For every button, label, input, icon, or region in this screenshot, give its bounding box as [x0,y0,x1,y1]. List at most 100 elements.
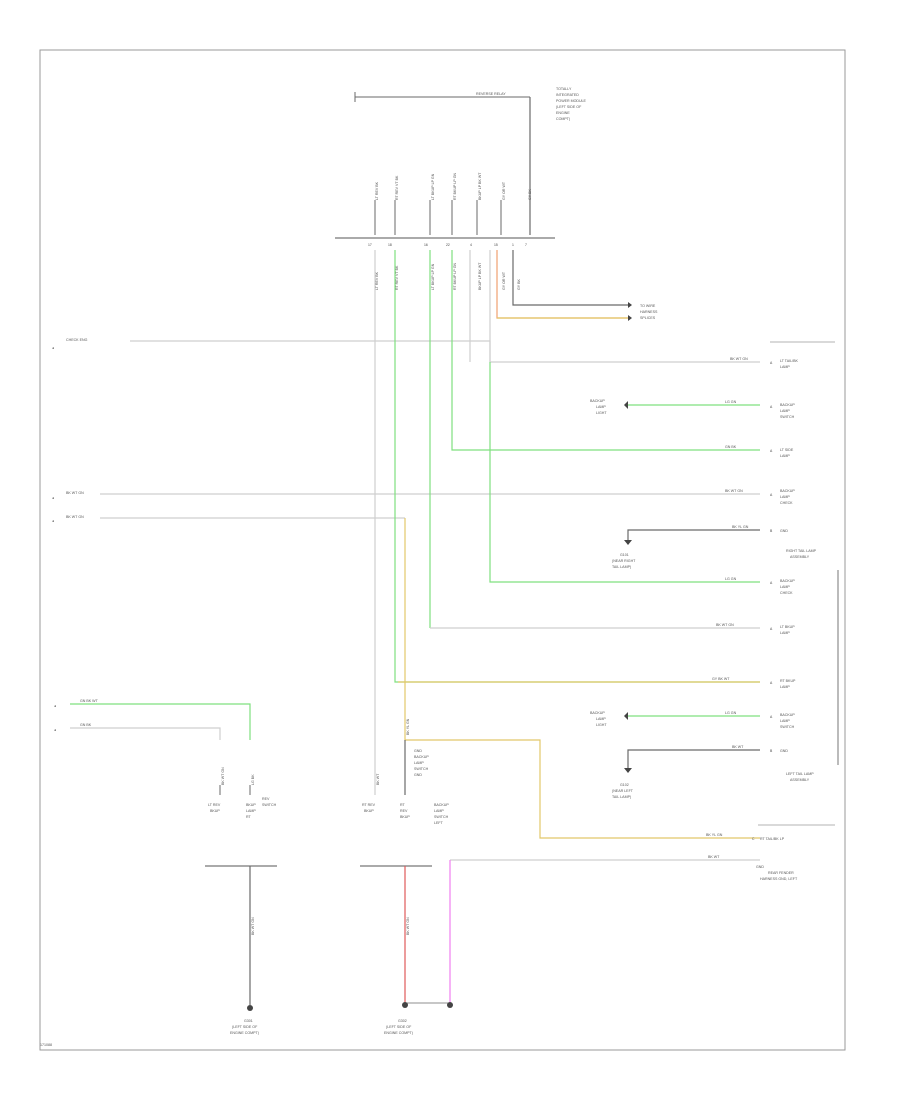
left-ground-label: G301 (LEFT SIDE OF ENGINE COMPT) [230,1019,259,1035]
svg-text:BKUP: BKUP [246,803,256,807]
svg-text:HARNESS: HARNESS [640,310,658,314]
svg-text:HARNESS GND, LEFT: HARNESS GND, LEFT [760,877,798,881]
svg-text:BKUP: BKUP [400,815,410,819]
svg-text:BK WT GN: BK WT GN [221,767,225,785]
svg-text:LAMP: LAMP [434,809,444,813]
svg-text:G301: G301 [244,1019,253,1023]
right-component-9: BK WT B GND G102 (NEAR LEFT TAIL LAMP) [612,745,788,799]
svg-text:A: A [770,493,773,497]
svg-text:(LEFT SIDE OF: (LEFT SIDE OF [232,1025,258,1029]
svg-text:LAMP: LAMP [596,717,606,721]
svg-text:COMPT): COMPT) [556,117,570,121]
svg-text:SWITCH: SWITCH [414,767,429,771]
svg-text:GND: GND [414,773,422,777]
top-connector-wire-labels: LT REV BK RT REV VT BK LT BKUP LP GN RT … [375,172,532,200]
right-component-11: BK WT GND REAR FENDER HARNESS GND, LEFT [708,855,798,881]
svg-text:BK WT: BK WT [376,773,380,785]
svg-text:SWITCH: SWITCH [434,815,449,819]
svg-text:22: 22 [446,243,450,247]
svg-text:◂: ◂ [52,496,54,500]
diagram-frame [39,49,846,1051]
svg-text:SPLICES: SPLICES [640,316,656,320]
svg-text:RT REV VT BK: RT REV VT BK [395,175,399,200]
svg-text:LAMP: LAMP [780,454,790,458]
svg-text:(NEAR LEFT: (NEAR LEFT [612,789,634,793]
svg-text:BACKUP: BACKUP [414,755,429,759]
svg-text:A: A [770,627,773,631]
svg-text:BACKUP: BACKUP [780,579,795,583]
svg-text:GY BK: GY BK [517,278,521,290]
svg-text:A: A [770,715,773,719]
svg-text:BK WT GN: BK WT GN [730,357,748,361]
svg-text:GND: GND [780,749,788,753]
svg-text:BK YL GN: BK YL GN [406,718,410,735]
svg-text:LIGHT: LIGHT [596,411,607,415]
svg-text:A: A [770,405,773,409]
svg-text:BK WT: BK WT [732,745,744,749]
svg-text:1: 1 [512,243,514,247]
svg-text:BACKUP: BACKUP [780,713,795,717]
svg-text:LT BKUP LP GN: LT BKUP LP GN [431,173,435,200]
reverse-relay-label: REVERSE RELAY [476,92,506,96]
svg-text:BK YL GN: BK YL GN [706,833,723,837]
svg-text:7: 7 [525,243,527,247]
svg-text:LAMP: LAMP [780,365,790,369]
svg-text:TAIL LAMP): TAIL LAMP) [612,795,631,799]
svg-text:LG GN: LG GN [725,711,737,715]
right-component-1: BACKUP LAMP LIGHT LG GN A BACKUP LAMP SW… [590,399,795,419]
svg-text:BACKUP: BACKUP [780,403,795,407]
svg-text:REV: REV [400,809,408,813]
svg-text:(NEAR RIGHT: (NEAR RIGHT [612,559,636,563]
svg-text:LAMP: LAMP [780,631,790,635]
left-switch-vert-labels: BK WT GN LG BK [221,767,255,785]
svg-text:RT TAIL/BK LP: RT TAIL/BK LP [760,837,785,841]
svg-text:LAMP: LAMP [780,685,790,689]
svg-text:CHECK: CHECK [780,501,793,505]
right-ground-wire-label: BK WT GN [406,917,410,935]
svg-text:ASSEMBLY: ASSEMBLY [790,778,810,782]
module-note: TOTALLY INTEGRATED POWER MODULE (LEFT SI… [556,87,587,121]
right-component-3: BK WT GN A BACKUP LAMP CHECK [725,489,795,505]
svg-text:TOTALLY: TOTALLY [556,87,572,91]
svg-text:LIGHT: LIGHT [596,723,607,727]
right-ground-label: G302 (LEFT SIDE OF ENGINE COMPT) [384,1019,413,1035]
svg-text:LG BK: LG BK [251,774,255,785]
svg-text:G302: G302 [398,1019,407,1023]
svg-text:(LEFT SIDE OF: (LEFT SIDE OF [386,1025,412,1029]
svg-text:(LEFT SIDE OF: (LEFT SIDE OF [556,105,582,109]
svg-text:LT SIDE: LT SIDE [780,448,794,452]
svg-text:ENGINE COMPT): ENGINE COMPT) [230,1031,259,1035]
svg-text:B: B [770,529,773,533]
svg-text:TAIL LAMP): TAIL LAMP) [612,565,631,569]
svg-text:G101: G101 [620,553,629,557]
right-component-6: BK WT GN A LT BKUP LAMP [716,623,795,635]
svg-text:BKUP LP BK WT: BKUP LP BK WT [478,262,482,290]
svg-text:A: A [770,449,773,453]
svg-text:LT BKUP: LT BKUP [780,625,795,629]
svg-text:LEFT TAIL LAMP: LEFT TAIL LAMP [786,772,814,776]
right-component-10: BK YL GN C RT TAIL/BK LP [706,833,785,841]
svg-text:RT BKUP LP GN: RT BKUP LP GN [453,262,457,290]
svg-text:◂: ◂ [52,346,54,350]
top-connector-pins: 17 18 16 22 4 15 1 7 [368,243,527,247]
svg-text:LT REV BK: LT REV BK [375,271,379,290]
svg-text:LAMP: LAMP [780,585,790,589]
svg-text:BACKUP: BACKUP [434,803,449,807]
svg-text:BKUP LP BK WT: BKUP LP BK WT [478,172,482,200]
splice-note: TO WIRE HARNESS SPLICES [640,304,658,320]
svg-text:A: A [770,581,773,585]
svg-text:RT REV VT BK: RT REV VT BK [395,265,399,290]
right-component-0: BK WT GN A LT TAIL/BK LAMP [730,357,799,369]
svg-text:A: A [770,681,773,685]
left-ground-wire-label: BK WT GN [251,917,255,935]
svg-text:18: 18 [388,243,392,247]
svg-text:GND: GND [780,529,788,533]
svg-text:BACKUP: BACKUP [780,489,795,493]
svg-text:LT TAIL/BK: LT TAIL/BK [780,359,799,363]
svg-text:BACKUP: BACKUP [590,399,605,403]
svg-text:RT BKUP: RT BKUP [780,679,796,683]
svg-text:LT REV: LT REV [208,803,221,807]
svg-text:ASSEMBLY: ASSEMBLY [790,555,810,559]
svg-text:15: 15 [494,243,498,247]
